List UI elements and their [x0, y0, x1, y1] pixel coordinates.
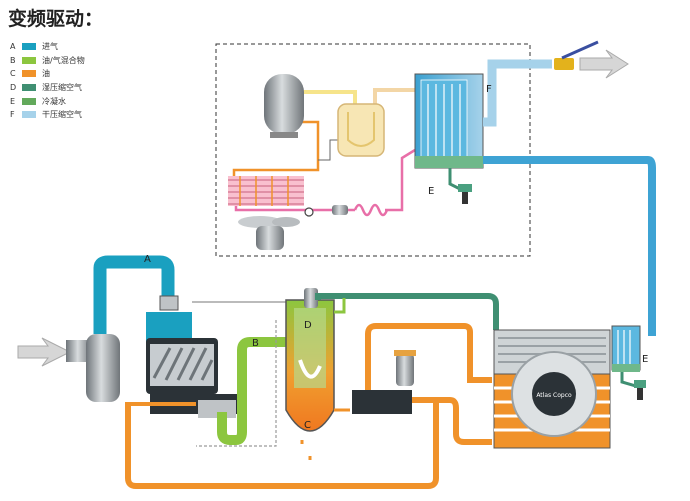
legend-swatch	[22, 43, 36, 51]
legend-letter: B	[10, 55, 16, 65]
legend-swatch	[22, 56, 36, 64]
legend-letter: F	[10, 110, 15, 120]
legend-swatch	[22, 70, 36, 78]
oil-filter	[352, 350, 416, 414]
page-title: 变频驱动：	[8, 8, 104, 30]
dry-air-outlet-pipe	[483, 59, 552, 127]
wet-air-to-dryer-pipe	[483, 156, 656, 336]
outlet-arrow	[579, 49, 629, 79]
legend-label: 油/气混合物	[42, 55, 85, 65]
legend-label: 油	[42, 69, 50, 79]
marker-f: F	[486, 84, 492, 95]
legend-item-intake-air: A 进气	[10, 40, 85, 54]
fan-brand-plate: Atlas Copco	[536, 392, 572, 399]
legend-label: 冷凝水	[42, 96, 66, 106]
legend-letter: D	[10, 83, 17, 93]
intake-pipe	[93, 255, 175, 334]
refrigerant-line-orange	[232, 120, 320, 180]
marker-d: D	[304, 320, 312, 331]
control-line	[196, 320, 277, 447]
inlet-valve	[159, 295, 179, 311]
legend-swatch	[22, 97, 36, 105]
marker-a: A	[144, 254, 151, 265]
inlet-arrow	[17, 337, 72, 367]
legend-letter: E	[10, 96, 16, 106]
oil-return-pipe	[300, 408, 350, 460]
drain-valve-cooler	[634, 380, 646, 388]
legend-label: 进气	[42, 42, 58, 52]
oil-circuit	[125, 397, 439, 489]
expansion-valve	[304, 207, 314, 217]
legend-label: 干压缩空气	[42, 110, 82, 120]
marker-e-cooler: E	[642, 354, 648, 365]
liquid-separator	[337, 103, 385, 157]
legend-item-wet-compressed-air: D 湿压缩空气	[10, 81, 85, 95]
refrigerant-compressor	[264, 74, 304, 138]
oil-separator	[285, 288, 335, 432]
water-separator	[611, 325, 641, 372]
marker-c: C	[304, 420, 311, 431]
refrigerant-condenser	[228, 176, 304, 206]
legend-letter: A	[10, 42, 16, 52]
legend-swatch	[22, 84, 36, 92]
oil-to-cooler	[410, 397, 492, 445]
legend-label: 湿压缩空气	[42, 83, 82, 93]
capillary-coil	[353, 203, 389, 217]
dryer-heat-exchanger	[414, 73, 484, 169]
cooler-block: Atlas Copco	[493, 329, 611, 449]
condenser-fan	[238, 216, 300, 250]
refrigerant-line-cream	[373, 88, 415, 108]
drain-valve-dryer	[448, 168, 472, 204]
inlet-filter	[66, 334, 120, 402]
oil-from-cooler	[365, 323, 492, 396]
wet-air-pipe	[315, 293, 499, 330]
capillary-filter	[332, 205, 348, 215]
screw-element	[146, 312, 240, 414]
legend-item-condensate: E 冷凝水	[10, 94, 85, 108]
legend: A 进气 B 油/气混合物 C 油 D 湿压缩空气 E 冷凝水 F 干压缩空气	[10, 40, 85, 122]
legend-letter: C	[10, 69, 16, 79]
legend-swatch	[22, 111, 36, 119]
refrigerant-line-pink-2	[385, 148, 416, 212]
legend-item-oil-air-mixture: B 油/气混合物	[10, 54, 85, 68]
marker-b: B	[252, 338, 259, 349]
legend-item-dry-compressed-air: F 干压缩空气	[10, 108, 85, 122]
marker-e-dryer: E	[428, 186, 434, 197]
dryer-enclosure	[215, 43, 531, 257]
min-pressure-line	[334, 298, 346, 314]
refrigerant-line-yellow	[300, 90, 357, 108]
drain-outlet-cooler	[637, 388, 643, 400]
outlet-valve	[554, 40, 599, 70]
drain-line-cooler	[620, 372, 637, 388]
legend-item-oil: C 油	[10, 67, 85, 81]
oil-air-mixture-pipe	[217, 337, 302, 445]
